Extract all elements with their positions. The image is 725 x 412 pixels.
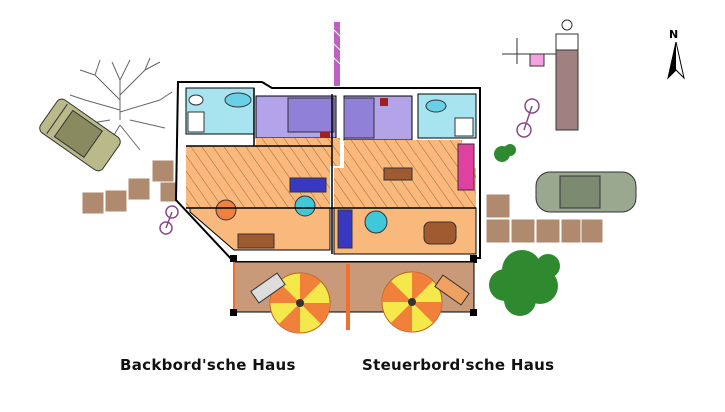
caption-right-house: Steuerbord'sche Haus [362,356,555,374]
small-shrub-icon [494,144,516,162]
sun-lounger-right [434,274,470,306]
interior-walls [186,88,476,254]
north-arrow-icon [667,41,685,80]
caption-left-house: Backbord'sche Haus [120,356,296,374]
bicycle-icon-right [516,98,540,138]
left-living-room [189,177,331,251]
right-bathroom [417,93,477,139]
antenna-mast [333,22,341,86]
right-living-room [333,143,477,255]
swing-icon [502,19,579,131]
car-icon [39,98,121,172]
left-bedroom [255,95,337,142]
tree-icon [489,250,560,316]
bicycle-icon [159,205,179,235]
paving-path-right [485,193,604,244]
car-icon-right [535,171,637,213]
umbrella-icon-left [269,272,331,334]
right-bedroom [343,95,413,141]
north-label: N [669,28,679,41]
left-bathroom [185,87,255,135]
sun-lounger-left [250,272,286,304]
umbrella-icon-right [381,271,443,333]
